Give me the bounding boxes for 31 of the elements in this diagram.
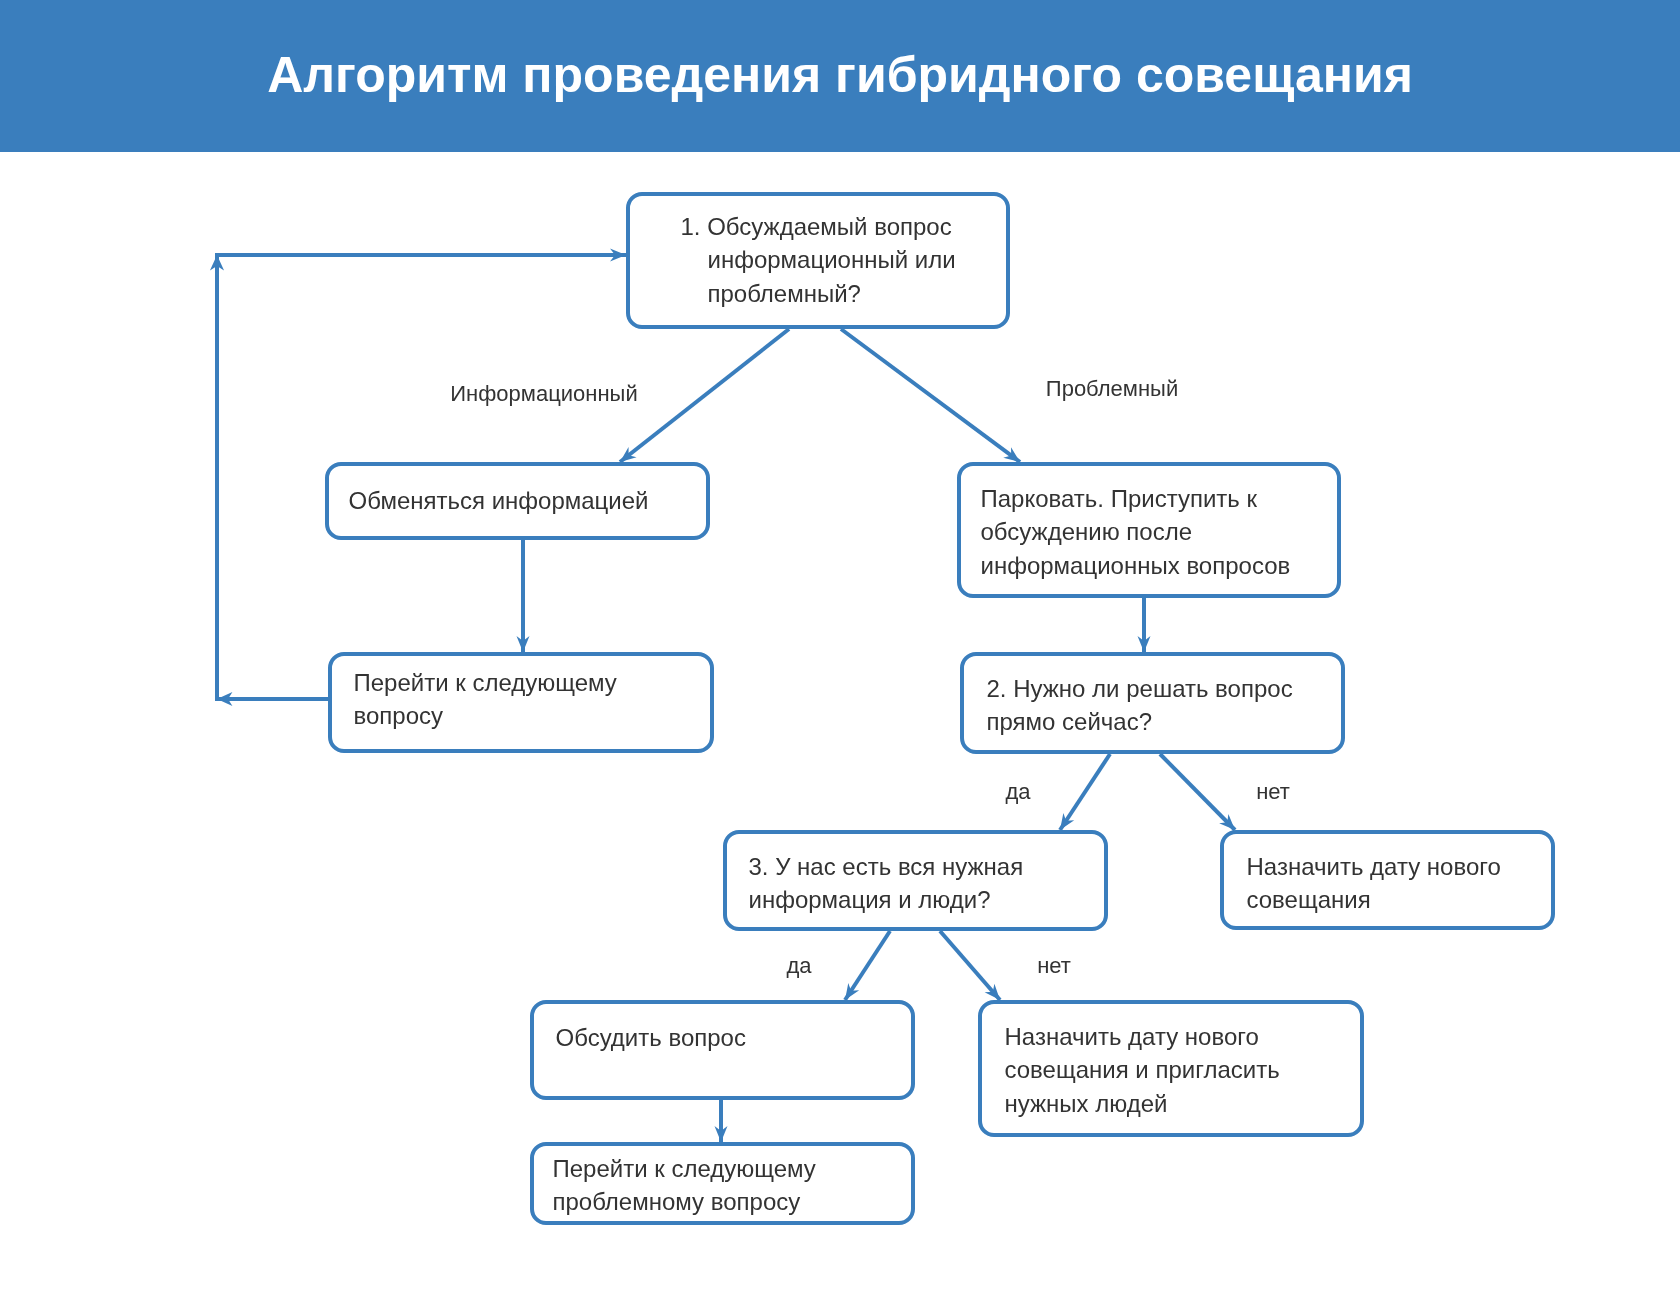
question-text: 2. Нужно ли решать вопрос прямо сейчас? <box>986 673 1294 737</box>
process-box <box>530 1000 915 1100</box>
decision-box <box>960 652 1345 754</box>
step-text: Перейти к следующему вопросу <box>353 667 618 731</box>
arrow <box>714 1100 728 1142</box>
process-box <box>957 462 1341 598</box>
arrow <box>839 327 1022 464</box>
decision-box <box>626 192 1010 329</box>
arrow <box>618 327 791 464</box>
step-text: Назначить дату нового совещания <box>1246 851 1502 915</box>
arrow <box>843 929 892 1002</box>
arrow <box>516 540 530 652</box>
step-text: Назначить дату нового совещания и пригласить нужных людей <box>1004 1021 1281 1119</box>
step-text: Парковать. Приступить к обсуждению после информационных вопросов <box>980 483 1292 581</box>
arrow <box>1137 598 1151 652</box>
process-box <box>325 462 710 540</box>
process-box <box>1220 830 1555 930</box>
arrow <box>1058 752 1112 832</box>
question-text: 1. Обсуждаемый вопрос информационный или проблемный? <box>680 211 957 309</box>
decision-box <box>723 830 1108 931</box>
process-box <box>530 1142 915 1225</box>
question-text: 3. У нас есть вся нужная информация и люди? <box>748 851 1025 915</box>
arrow <box>938 929 1002 1002</box>
loop-arrow <box>210 248 626 706</box>
title: Алгоритм проведения гибридного совещания <box>267 47 1413 105</box>
step-text: Обменяться информацией <box>348 485 649 516</box>
step-text: Обсудить вопрос <box>555 1022 746 1053</box>
arrow <box>1158 752 1237 832</box>
process-box <box>328 652 714 753</box>
process-box <box>978 1000 1364 1137</box>
step-text: Перейти к следующему проблемному вопросу <box>552 1153 817 1217</box>
